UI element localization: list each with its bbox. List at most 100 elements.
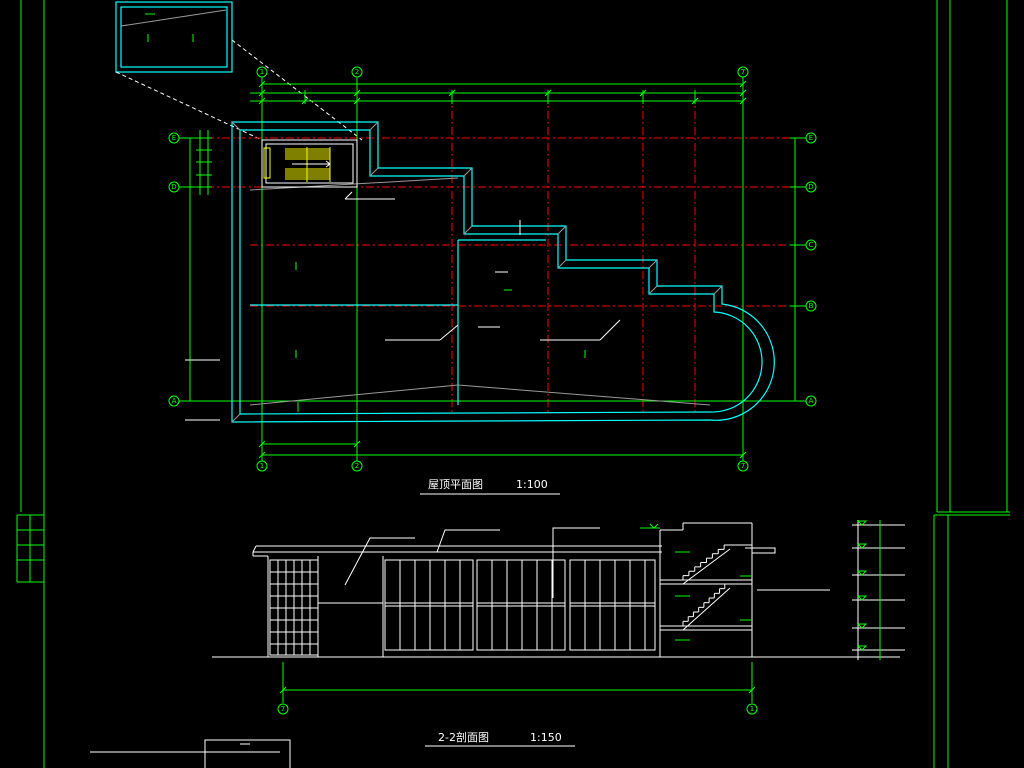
window-bay-2 bbox=[476, 559, 566, 651]
roof-slope-lines bbox=[249, 177, 711, 406]
axis-label: 7 bbox=[281, 705, 285, 713]
stair-core-outline bbox=[261, 139, 358, 188]
axis-bubble-circle bbox=[277, 703, 289, 715]
left-border-lines bbox=[16, 0, 45, 768]
axis-bubble-top-7: 7 bbox=[737, 66, 749, 78]
stair-tower-walls bbox=[659, 522, 753, 657]
axis-bubble-circle bbox=[805, 181, 817, 193]
stair-handrail-block bbox=[263, 147, 271, 179]
floor-slabs bbox=[660, 579, 752, 631]
axis-label: B bbox=[809, 302, 814, 310]
annotation-leader-lines bbox=[185, 191, 621, 421]
inset-frame-outer bbox=[115, 1, 233, 73]
horizontal-axis-lines bbox=[179, 137, 806, 402]
stair-stringer bbox=[682, 587, 731, 631]
axis-bubble-right-a: A bbox=[805, 395, 817, 407]
axis-bubble-top-1: 1 bbox=[256, 66, 268, 78]
exterior-walls bbox=[267, 556, 384, 657]
roof-plan: 1 2 7 1 2 7 E D A E D C B A 屋顶平面图 1:100 bbox=[168, 66, 817, 495]
inset-slope-line bbox=[120, 9, 227, 27]
plan-scale: 1:100 bbox=[516, 478, 548, 491]
right-border-lines bbox=[933, 0, 1010, 768]
window-bay-1 bbox=[384, 559, 474, 651]
right-dimension-lines bbox=[790, 137, 800, 402]
axis-label: 1 bbox=[750, 705, 754, 713]
axis-bubble-left-e: E bbox=[168, 132, 180, 144]
axis-label: D bbox=[808, 183, 813, 191]
lower-drawing-box bbox=[204, 739, 291, 768]
axis-bubble-right-b: B bbox=[805, 300, 817, 312]
top-dimension-lines bbox=[250, 80, 747, 110]
section-dimension-line bbox=[279, 662, 756, 703]
axis-bubble-circle bbox=[256, 460, 268, 472]
grid-lines-horizontal bbox=[190, 137, 800, 307]
detail-inset bbox=[115, 1, 363, 141]
slope-arrows bbox=[295, 262, 586, 412]
axis-label: E bbox=[809, 134, 813, 142]
section-2-2: 7 1 2-2剖面图 1:150 bbox=[212, 520, 905, 747]
axis-bubble-section-1: 1 bbox=[746, 703, 758, 715]
axis-label: 1 bbox=[260, 68, 264, 76]
plan-title: 屋顶平面图 bbox=[428, 478, 483, 491]
axis-label: A bbox=[172, 397, 177, 405]
roof-cornice bbox=[252, 545, 776, 557]
curtain-wall-mullions bbox=[270, 560, 318, 655]
stair-core bbox=[261, 139, 358, 188]
axis-bubble-left-d: D bbox=[168, 181, 180, 193]
inset-callout-lines bbox=[115, 39, 363, 141]
inset-marks bbox=[145, 13, 194, 42]
axis-bubble-bottom-2: 2 bbox=[351, 460, 363, 472]
stair-core-inner-wall bbox=[265, 143, 354, 184]
section-stair-flights bbox=[682, 544, 752, 631]
section-scale: 1:150 bbox=[530, 731, 562, 744]
axis-label: 1 bbox=[260, 462, 264, 470]
axis-label: E bbox=[172, 134, 176, 142]
grid-lines-vertical bbox=[451, 95, 696, 415]
axis-bubble-circle bbox=[805, 239, 817, 251]
window-bay-3 bbox=[569, 559, 656, 651]
axis-bubble-right-e: E bbox=[805, 132, 817, 144]
axis-bubble-circle bbox=[168, 132, 180, 144]
stair-stringer bbox=[682, 548, 731, 585]
sheet-frame bbox=[16, 0, 1010, 768]
stair-direction-arrow bbox=[292, 160, 331, 168]
roof-division-lines bbox=[250, 239, 546, 405]
axis-bubble-circle bbox=[351, 460, 363, 472]
window-mullions bbox=[385, 560, 655, 650]
lower-sheet-fragment bbox=[90, 739, 291, 768]
axis-label: 7 bbox=[741, 462, 745, 470]
section-leader-lines bbox=[344, 527, 830, 598]
vertical-axis-lines bbox=[261, 77, 744, 461]
axis-bubble-circle bbox=[805, 300, 817, 312]
inset-frame-inner bbox=[120, 6, 228, 68]
axis-bubble-circle bbox=[737, 66, 749, 78]
section-level-marks bbox=[640, 523, 752, 641]
axis-bubble-top-2: 2 bbox=[351, 66, 363, 78]
elevation-markers bbox=[856, 520, 881, 660]
axis-bubble-circle bbox=[256, 66, 268, 78]
axis-bubble-circle bbox=[805, 395, 817, 407]
axis-label: C bbox=[809, 241, 814, 249]
left-dimension-lines bbox=[186, 130, 212, 402]
axis-bubble-right-d: D bbox=[805, 181, 817, 193]
roof-hip-lines bbox=[231, 121, 723, 423]
axis-label: 7 bbox=[741, 68, 745, 76]
axis-label: 2 bbox=[355, 462, 359, 470]
axis-bubble-circle bbox=[168, 395, 180, 407]
elevation-scale bbox=[852, 520, 905, 660]
axis-label: D bbox=[171, 183, 176, 191]
axis-bubble-bottom-7: 7 bbox=[737, 460, 749, 472]
section-title: 2-2剖面图 bbox=[438, 730, 489, 744]
axis-label: A bbox=[809, 397, 814, 405]
axis-bubble-left-a: A bbox=[168, 395, 180, 407]
axis-bubble-bottom-1: 1 bbox=[256, 460, 268, 472]
axis-label: 2 bbox=[355, 68, 359, 76]
axis-bubble-circle bbox=[351, 66, 363, 78]
axis-bubble-section-7: 7 bbox=[277, 703, 289, 715]
bottom-dimension-lines bbox=[258, 440, 747, 460]
roof-outline-outer bbox=[231, 121, 775, 423]
axis-bubble-right-c: C bbox=[805, 239, 817, 251]
axis-bubble-circle bbox=[737, 460, 749, 472]
axis-bubble-circle bbox=[746, 703, 758, 715]
